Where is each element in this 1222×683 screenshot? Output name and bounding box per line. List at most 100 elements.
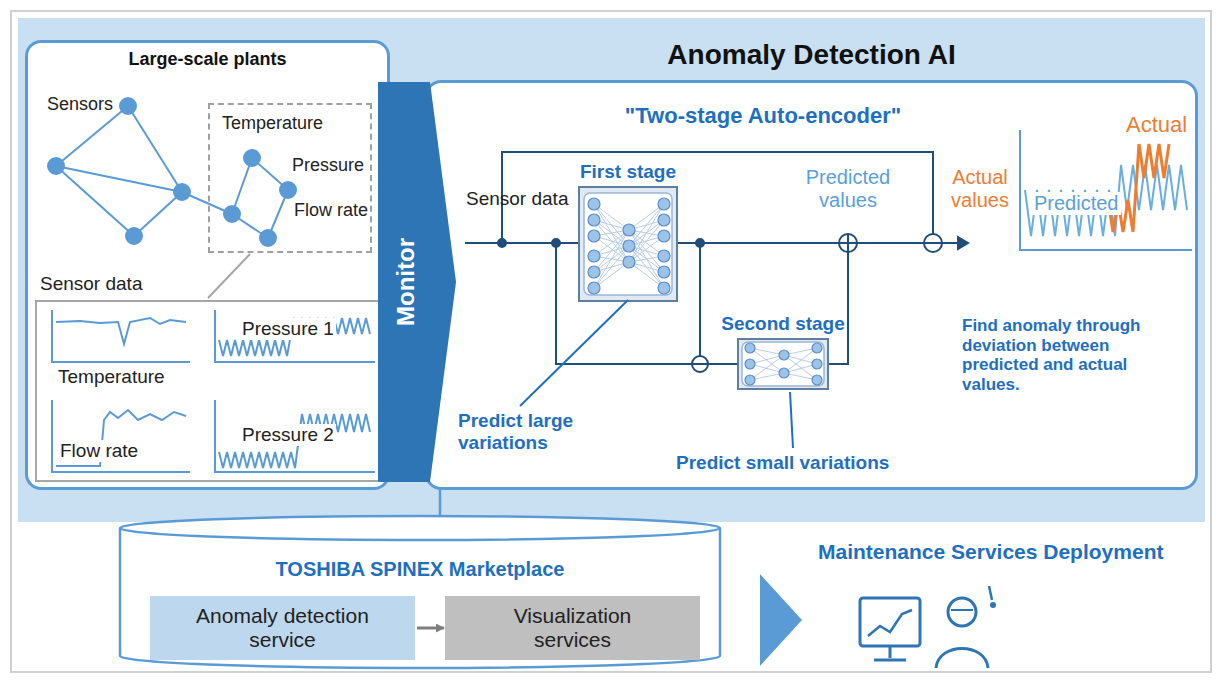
label-text: Pressure 1	[240, 318, 336, 340]
maintenance-icon	[992, 604, 995, 607]
neural-network	[588, 214, 600, 226]
sensor-network	[174, 184, 190, 200]
label-text: Actual values	[944, 166, 1016, 212]
neural-network	[594, 204, 629, 246]
neural-network	[750, 373, 784, 380]
neural-network	[594, 246, 629, 256]
connector	[678, 243, 737, 364]
second-stage-box: Second stage	[737, 338, 829, 390]
neural-network	[623, 224, 635, 236]
signal-wiring	[465, 242, 924, 244]
connector	[439, 490, 442, 516]
neural-network	[629, 236, 664, 246]
maintenance-icon	[948, 598, 976, 626]
outer-frame	[11, 11, 1211, 672]
neural-network	[588, 198, 600, 210]
neural-network	[784, 348, 817, 373]
neural-network	[588, 266, 600, 278]
signal-wiring	[924, 242, 942, 244]
service-box: Visualization services	[445, 596, 700, 660]
connector	[417, 627, 444, 630]
marketplace-cylinder: TOSHIBA SPINEX MarketplaceAnomaly detect…	[118, 514, 722, 670]
neural-network	[594, 204, 629, 262]
neural-network	[745, 359, 755, 369]
neural-network	[629, 220, 664, 262]
label-text: Predicted	[1032, 192, 1121, 215]
mini-charts	[56, 318, 186, 344]
label-text: Find anomaly through deviation between p…	[962, 316, 1172, 394]
node-text: Visualization services	[477, 604, 668, 652]
signal-wiring	[958, 237, 968, 249]
leader-line	[208, 254, 250, 298]
cylinder-shape	[120, 516, 720, 668]
neural-network	[623, 256, 635, 268]
neural-network	[594, 262, 629, 272]
neural-network	[812, 359, 822, 369]
neural-network	[629, 262, 664, 288]
neural-network	[629, 220, 664, 246]
neural-network	[629, 230, 664, 272]
neural-network	[594, 236, 629, 262]
node-text: Large-scale plants	[28, 49, 387, 70]
signal-wiring	[465, 152, 968, 372]
signal-wiring	[498, 239, 506, 247]
label-text: Predict small variations	[676, 452, 889, 474]
neural-network	[594, 220, 629, 246]
node-text: TOSHIBA SPINEX Marketplace	[118, 558, 722, 581]
sensor-network	[128, 106, 182, 192]
leader-lines	[790, 392, 793, 448]
leader-lines	[520, 300, 628, 406]
mini-charts	[56, 410, 186, 466]
maintenance-icon	[860, 598, 920, 646]
neural-network	[629, 246, 664, 272]
sensor-network	[126, 228, 142, 244]
neural-network	[588, 230, 600, 242]
node-text: Flow rate	[294, 200, 368, 221]
neural-network	[629, 230, 664, 288]
neural-network	[779, 350, 789, 360]
node-text: Pressure	[292, 155, 364, 176]
neural-network	[629, 246, 664, 288]
signal-wiring	[839, 234, 857, 252]
sensor-network	[56, 166, 182, 192]
neural-network	[784, 348, 817, 355]
cylinder-shape	[120, 528, 720, 540]
label-text: Predict large variations	[458, 410, 623, 454]
label-text: Sensors	[47, 94, 113, 115]
sensor-network	[244, 150, 260, 166]
sensor-network	[56, 106, 128, 166]
signal-wiring	[839, 234, 857, 252]
label-text: Maintenance Services Deployment	[818, 540, 1163, 564]
blue-region	[18, 18, 1205, 522]
result-chart	[1020, 130, 1192, 250]
neural-network	[629, 262, 664, 272]
sensor-network	[120, 98, 136, 114]
maintenance-icon	[860, 586, 995, 668]
neural-network	[629, 230, 664, 236]
sensor-network	[56, 166, 134, 236]
neural-network	[745, 343, 755, 353]
node-text: Anomaly detection service	[172, 604, 393, 652]
neural-network	[658, 282, 670, 294]
neural-network	[588, 282, 600, 294]
neural-network	[594, 230, 629, 236]
neural-network	[750, 355, 784, 380]
neural-network	[588, 250, 600, 262]
sensor-network	[260, 230, 276, 246]
mini-charts	[52, 310, 375, 472]
sensor-network	[232, 214, 268, 238]
neural-network	[594, 204, 629, 230]
signal-wiring	[829, 252, 848, 364]
neural-network	[812, 343, 822, 353]
neural-network	[594, 246, 629, 288]
label-text: Actual	[1126, 112, 1187, 137]
maintenance-icon	[989, 586, 992, 600]
neural-network	[750, 355, 784, 364]
neural-network	[658, 230, 670, 242]
signal-wiring	[556, 243, 692, 364]
sensor-network	[252, 158, 288, 190]
sensor-network	[280, 182, 296, 198]
node-text: Sensor data	[40, 273, 142, 295]
sensor-network	[232, 158, 252, 214]
node-text: Second stage	[721, 313, 845, 335]
